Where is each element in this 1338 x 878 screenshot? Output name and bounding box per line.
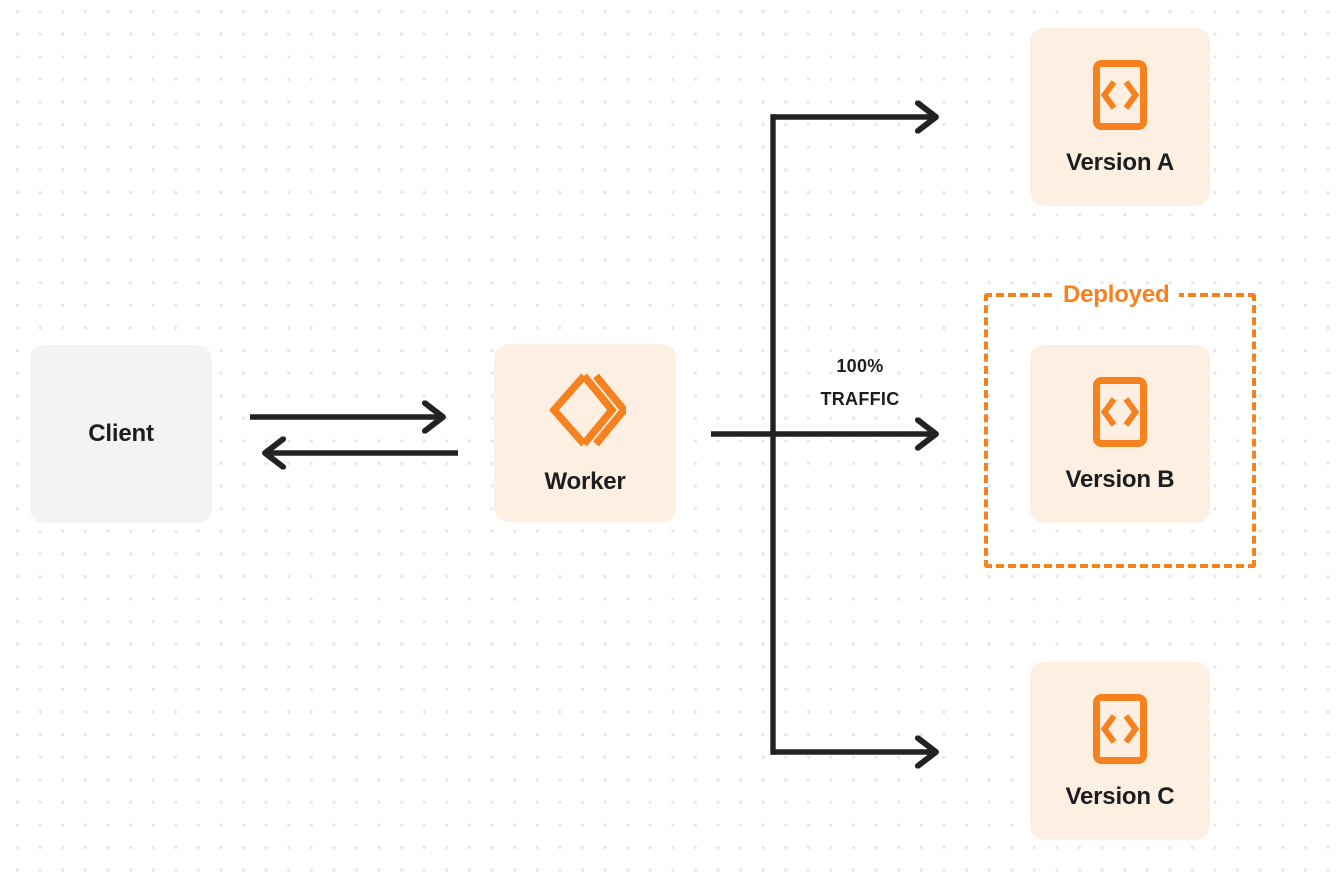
cloudflare-workers-logo-icon (544, 372, 629, 448)
code-brackets-icon (1092, 59, 1148, 131)
node-version-a[interactable]: Version A (1030, 28, 1210, 206)
node-version-b[interactable]: Version B (1030, 345, 1210, 523)
group-deployed-label: Deployed (1053, 283, 1180, 307)
code-brackets-icon (1092, 376, 1148, 448)
node-worker-label: Worker (544, 468, 626, 495)
node-client-label: Client (88, 420, 154, 447)
node-worker[interactable]: Worker (494, 344, 676, 522)
traffic-word-text: TRAFFIC (820, 389, 900, 409)
node-version-a-label: Version A (1065, 149, 1175, 176)
traffic-percent-text: 100% (836, 356, 884, 376)
code-brackets-icon (1092, 693, 1148, 765)
traffic-label: 100% TRAFFIC (782, 350, 938, 416)
node-client[interactable]: Client (30, 345, 212, 523)
node-version-c[interactable]: Version C (1030, 662, 1210, 840)
node-version-c-label: Version C (1065, 783, 1175, 810)
node-version-b-label: Version B (1065, 466, 1175, 493)
